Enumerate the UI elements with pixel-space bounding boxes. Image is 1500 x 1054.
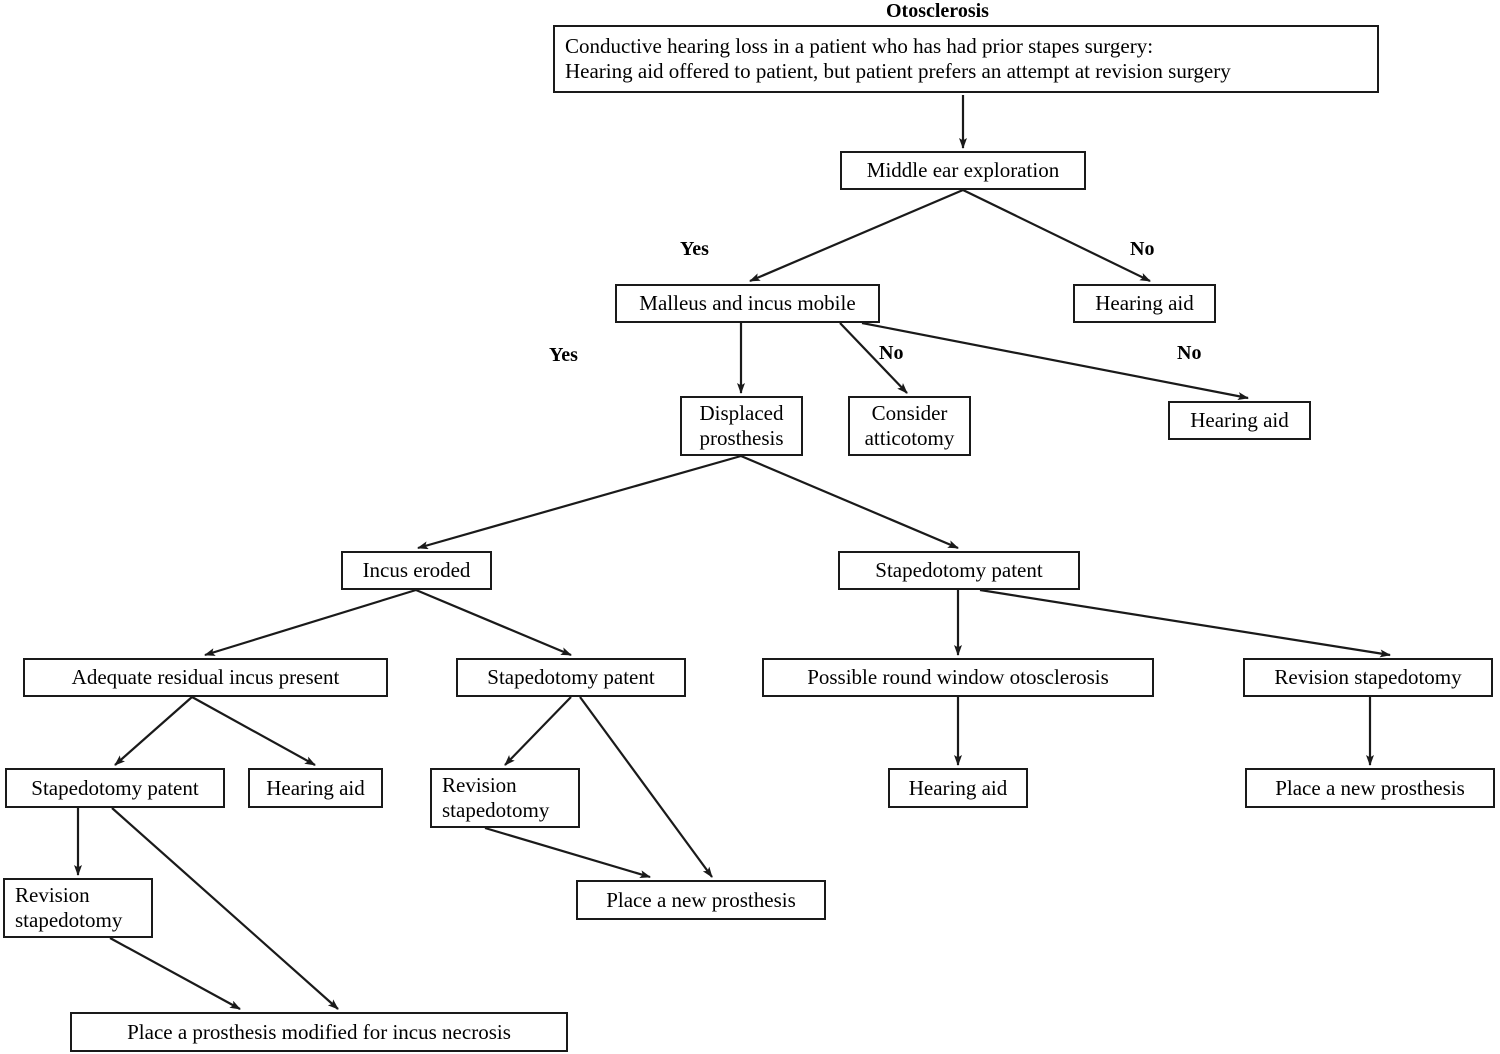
node-label: Place a prosthesis modified for incus ne… [127,1019,511,1044]
edge-stapedotomy-mid-to-place-new-prosthesis-mid [579,696,713,878]
displaced-prosthesis-box: Displaced prosthesis [680,396,803,456]
hearing-aid-box-level-2: Hearing aid [1073,284,1216,323]
node-label: Revision stapedotomy [442,773,550,822]
node-label: Possible round window otosclerosis [807,665,1109,690]
page-title: Otosclerosis [886,0,989,22]
edge-stapedotomy-right-to-revision-stapedotomy-right [979,588,1391,658]
node-label: Hearing aid [266,775,365,800]
stapedotomy-patent-box-middle: Stapedotomy patent [456,658,686,697]
malleus-and-incus-mobile-box: Malleus and incus mobile [615,284,880,323]
node-label: Stapedotomy patent [31,775,199,800]
edge-adequate-to-stapedotomy-patent-left [114,696,193,766]
edge-incus-eroded-to-adequate-residual [204,588,417,657]
hearing-aid-box-level-5-right: Hearing aid [888,768,1028,808]
edge-exploration-to-hearing-aid-no [962,189,1151,282]
edge-adequate-to-hearing-aid-left [191,696,316,766]
stapedotomy-patent-box-right: Stapedotomy patent [838,551,1080,590]
edge-revision-left-to-place-prosthesis-necrosis [109,937,241,1010]
place-a-new-prosthesis-box-middle: Place a new prosthesis [576,880,826,920]
branch-label-no-1: No [1130,238,1155,260]
edge-incus-eroded-to-stapedotomy-patent-mid [415,588,572,657]
branch-label-yes-1: Yes [680,238,709,260]
branch-label-yes-2: Yes [549,344,578,366]
place-a-prosthesis-modified-for-incus-necrosis-box: Place a prosthesis modified for incus ne… [70,1012,568,1052]
node-label: Adequate residual incus present [71,665,340,690]
edge-exploration-to-malleus-yes [749,188,964,283]
hearing-aid-box-level-3: Hearing aid [1168,401,1311,440]
root-scenario-box: Conductive hearing loss in a patient who… [553,25,1379,93]
revision-stapedotomy-box-left: Revision stapedotomy [3,878,153,938]
node-label: Stapedotomy patent [487,665,655,690]
node-label: Revision stapedotomy [15,883,123,932]
edge-displaced-to-incus-eroded [417,454,742,550]
edge-displaced-to-stapedotomy-patent-right [740,454,959,550]
hearing-aid-box-level-5-left: Hearing aid [248,768,383,808]
branch-label-no-3: No [1177,342,1202,364]
node-label: Malleus and incus mobile [639,291,856,316]
node-label: Hearing aid [908,775,1008,800]
stapedotomy-patent-box-left: Stapedotomy patent [5,768,225,808]
node-label: Place a new prosthesis [606,887,796,912]
node-label: Revision stapedotomy [1274,665,1462,690]
node-label: Incus eroded [362,558,471,583]
edge-revision-mid-to-place-new-prosthesis-mid [484,826,651,879]
edge-stapedotomy-mid-to-revision-stapedotomy-mid [504,696,572,766]
branch-label-no-2: No [879,342,904,364]
place-a-new-prosthesis-box-right: Place a new prosthesis [1245,768,1495,808]
middle-ear-exploration-box: Middle ear exploration [840,151,1086,190]
possible-round-window-otosclerosis-box: Possible round window otosclerosis [762,658,1154,697]
incus-eroded-box: Incus eroded [341,551,492,590]
node-label: Hearing aid [1190,408,1289,433]
revision-stapedotomy-box-middle: Revision stapedotomy [430,768,580,828]
node-label: Place a new prosthesis [1275,775,1465,800]
node-label: Hearing aid [1095,291,1194,316]
node-label: Conductive hearing loss in a patient who… [565,34,1231,83]
adequate-residual-incus-present-box: Adequate residual incus present [23,658,388,697]
node-label: Middle ear exploration [866,158,1060,183]
node-label: Stapedotomy patent [875,558,1043,583]
revision-stapedotomy-box-right: Revision stapedotomy [1243,658,1493,697]
node-label: Consider atticotomy [864,401,955,450]
consider-atticotomy-box: Consider atticotomy [848,396,971,456]
node-label: Displaced prosthesis [699,401,784,450]
